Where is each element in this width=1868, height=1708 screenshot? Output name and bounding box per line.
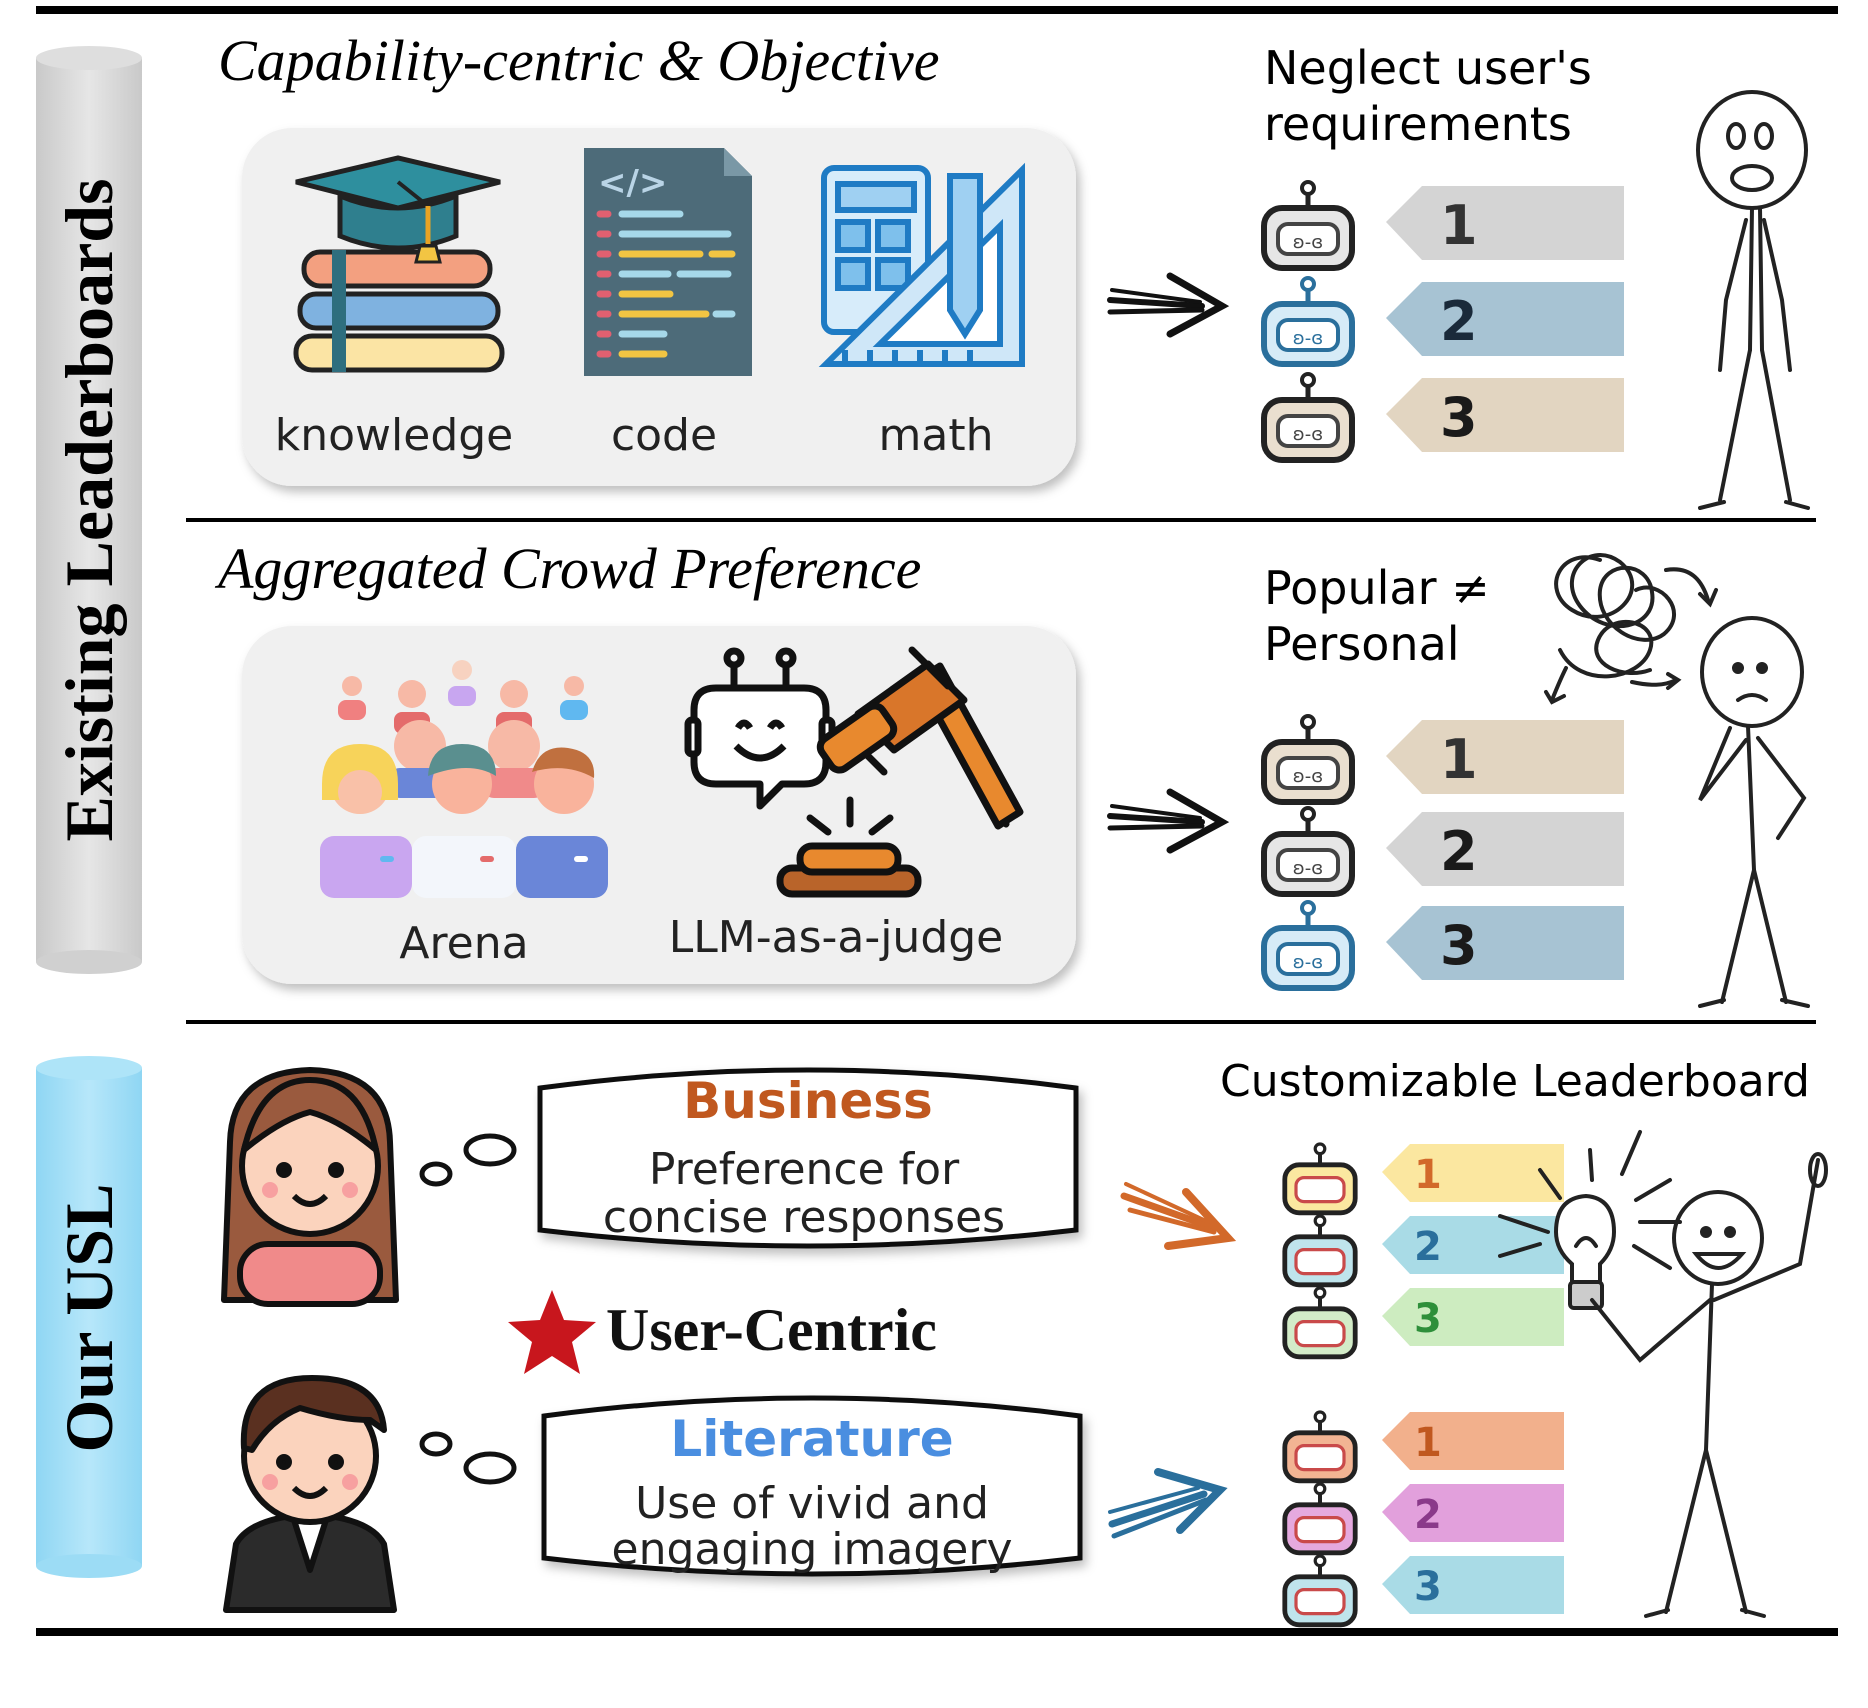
crowd-title: Aggregated Crowd Preference: [214, 536, 921, 601]
svg-text:ʚ-ɞ: ʚ-ɞ: [1293, 858, 1323, 879]
arrow-right-icon-1: [1107, 272, 1230, 338]
rank-tag-s1-3-label: 3: [1440, 386, 1478, 449]
existing-sidebar: Existing Leaderboards: [36, 46, 142, 974]
literature-line2: engaging imagery: [612, 1524, 1013, 1575]
confusion-scribble-icon: [1544, 553, 1718, 705]
rank-tag-s2-2-label: 2: [1440, 820, 1478, 883]
robot-icon-s1-2: ʚ-ɞ: [1261, 276, 1355, 367]
rank-tag-s3b-1: 1: [1382, 1412, 1564, 1470]
arrow-right-icon-orange: [1120, 1182, 1237, 1250]
capability-title: Capability-centric & Objective: [218, 28, 940, 93]
svg-text:</>: </>: [598, 163, 667, 203]
literature-title: Literature: [670, 1410, 953, 1468]
business-line1: Preference for: [649, 1144, 960, 1195]
svg-text:ʚ-ɞ: ʚ-ɞ: [1293, 328, 1323, 349]
business-preference-box: [537, 1067, 1079, 1249]
note-popular-line1: Popular ≠: [1264, 561, 1490, 615]
label-math: math: [879, 410, 994, 461]
rank-tag-s1-2-label: 2: [1440, 290, 1478, 353]
lightbulb-icon: [1498, 1130, 1682, 1310]
arrow-right-icon-2: [1107, 788, 1230, 854]
rank-tag-s1-1-label: 1: [1440, 194, 1478, 257]
robot-icon-s2-2: ʚ-ɞ: [1261, 806, 1355, 897]
user-centric-label: User-Centric: [606, 1297, 937, 1363]
svg-text:ʚ-ɞ: ʚ-ɞ: [1293, 232, 1323, 253]
rank-tag-s2-1: 1: [1386, 720, 1624, 794]
svg-text:ʚ-ɞ: ʚ-ɞ: [1293, 766, 1323, 787]
note-popular-line2: Personal: [1264, 617, 1460, 671]
customizable-leaderboard-title: Customizable Leaderboard: [1220, 1056, 1810, 1107]
thinking-stick-figure-icon: [1698, 616, 1810, 1008]
divider-2: [186, 1020, 1816, 1024]
happy-stick-figure-icon: [1590, 1152, 1828, 1618]
math-calculator-icon: [818, 162, 1025, 367]
books-icon: [293, 155, 505, 373]
rank-tag-s2-2: 2: [1386, 812, 1624, 886]
existing-leaderboards-label: Existing Leaderboards: [51, 178, 127, 841]
rank-tag-s3b-1-label: 1: [1414, 1420, 1442, 1466]
business-line2: concise responses: [603, 1192, 1005, 1243]
rank-tag-s3b-3-label: 3: [1414, 1564, 1442, 1610]
svg-text:ʚ-ɞ: ʚ-ɞ: [1293, 952, 1323, 973]
rank-tag-s1-3: 3: [1386, 378, 1624, 452]
star-icon: [508, 1290, 596, 1374]
divider-1: [186, 518, 1816, 522]
robot-icon-s1-3: ʚ-ɞ: [1261, 372, 1355, 463]
gavel-icon: [776, 646, 1024, 898]
business-title: Business: [683, 1072, 933, 1130]
rank-tag-s3b-2-label: 2: [1414, 1492, 1442, 1538]
robot-icon-s2-1: ʚ-ɞ: [1261, 714, 1355, 805]
robot-icon-s1-1: ʚ-ɞ: [1261, 180, 1355, 271]
robot-icon-s3b-3: [1282, 1554, 1358, 1628]
our-usl-label: Our USL: [51, 1184, 127, 1453]
robot-icon-s3a-2: [1282, 1214, 1358, 1288]
robot-icon-s3a-1: [1282, 1142, 1358, 1216]
thought-bubbles-icon-1: [419, 1133, 517, 1187]
note-neglect-line1: Neglect user's: [1264, 41, 1592, 95]
rank-tag-s3a-2: 2: [1382, 1216, 1564, 1274]
rank-tag-s3a-1-label: 1: [1414, 1152, 1442, 1198]
code-file-icon: </>: [584, 148, 752, 376]
shocked-stick-figure-icon: [1696, 90, 1810, 510]
literature-preference-box: [541, 1395, 1083, 1577]
rank-tag-s1-1: 1: [1386, 186, 1624, 260]
robot-icon-s3b-2: [1282, 1482, 1358, 1556]
crowd-people-icon: [320, 660, 608, 898]
thought-bubbles-icon-2: [419, 1431, 517, 1485]
label-llm-judge: LLM-as-a-judge: [669, 912, 1004, 963]
label-code: code: [611, 410, 717, 461]
label-knowledge: knowledge: [275, 410, 514, 461]
rank-tag-s3a-1: 1: [1382, 1144, 1564, 1202]
rank-tag-s2-3-label: 3: [1440, 914, 1478, 977]
robot-icon-s3b-1: [1282, 1410, 1358, 1484]
robot-icon-s2-3: ʚ-ɞ: [1261, 900, 1355, 991]
literature-line1: Use of vivid and: [635, 1478, 989, 1529]
rank-tag-s3a-2-label: 2: [1414, 1224, 1442, 1270]
our-usl-sidebar: Our USL: [36, 1056, 142, 1578]
rank-tag-s3a-3-label: 3: [1414, 1296, 1442, 1342]
robot-icon-s3a-3: [1282, 1286, 1358, 1360]
rank-tag-s3a-3: 3: [1382, 1288, 1564, 1346]
rank-tag-s2-1-label: 1: [1440, 728, 1478, 791]
rank-tag-s3b-3: 3: [1382, 1556, 1564, 1614]
svg-text:ʚ-ɞ: ʚ-ɞ: [1293, 424, 1323, 445]
rank-tag-s2-3: 3: [1386, 906, 1624, 980]
rank-tag-s3b-2: 2: [1382, 1484, 1564, 1542]
business-woman-avatar: [221, 1067, 399, 1307]
bottom-border: [36, 1628, 1838, 1636]
label-arena: Arena: [399, 918, 528, 969]
literature-man-avatar: [223, 1375, 397, 1613]
arrow-right-icon-blue: [1108, 1468, 1228, 1539]
top-border: [36, 6, 1838, 14]
rank-tag-s1-2: 2: [1386, 282, 1624, 356]
note-neglect-line2: requirements: [1264, 97, 1572, 151]
